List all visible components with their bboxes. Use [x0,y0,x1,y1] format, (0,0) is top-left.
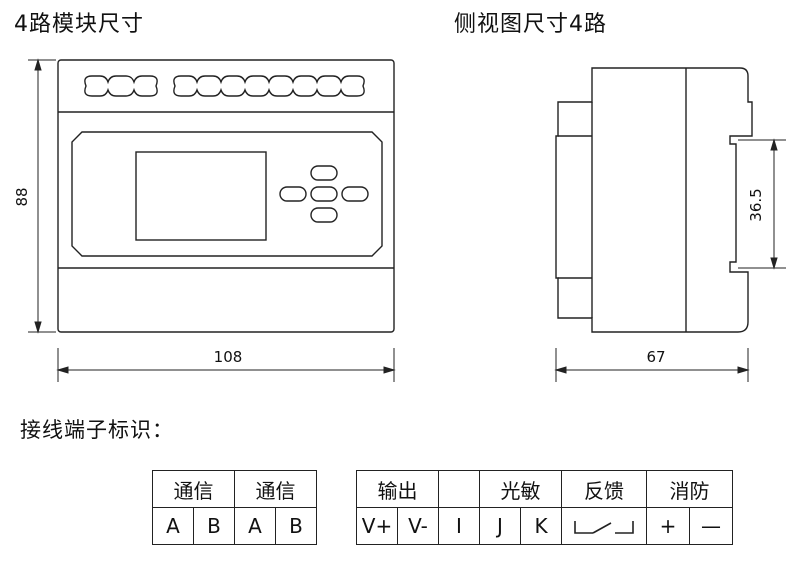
key-center [310,186,338,202]
side-width-dimension [554,348,750,382]
side-view-title: 侧视图尺寸4路 [454,12,607,37]
table-header: 通信 [152,470,235,508]
terminal-cell: I [438,507,480,545]
table-header [438,470,480,508]
terminal-cell: V+ [356,507,398,545]
table-header: 通信 [234,470,317,508]
terminal-cell: K [520,507,562,545]
key-up [310,165,338,181]
front-view-title: 4路模块尺寸 [14,12,144,37]
terminal-block-left [84,75,158,97]
side-height-dimension [738,138,786,270]
terminal-cell: A [152,507,194,545]
front-height-label: 88 [13,187,31,207]
terminal-cell: B [193,507,235,545]
table-header: 消防 [646,470,733,508]
terminal-cell: V- [397,507,439,545]
io-terminal-table: 输出 光敏 反馈 消防 V+ V- I J K + — [356,470,733,545]
terminal-cell: — [689,507,733,545]
display-window [135,151,267,241]
front-panel [71,131,383,257]
keypad [279,165,369,223]
front-width-label: 108 [213,348,243,366]
communication-terminal-table: 通信 通信 A B A B [152,470,317,545]
terminal-cell: A [234,507,276,545]
table-header: 光敏 [479,470,562,508]
key-left [279,186,307,202]
terminal-cell: + [646,507,690,545]
key-down [310,207,338,223]
terminal-cell [561,507,647,545]
side-height-label: 36.5 [747,188,765,222]
terminal-cell: J [479,507,521,545]
table-header: 输出 [356,470,439,508]
front-view-module [57,59,395,333]
front-height-dimension [28,58,56,334]
table-header: 反馈 [561,470,647,508]
front-width-dimension [56,348,396,382]
key-right [341,186,369,202]
side-view-module [555,67,753,333]
side-width-label: 67 [646,348,666,366]
terminal-block-right [173,75,365,97]
terminal-cell: B [275,507,317,545]
normally-open-switch-icon [574,521,634,534]
wiring-title: 接线端子标识： [20,418,174,442]
